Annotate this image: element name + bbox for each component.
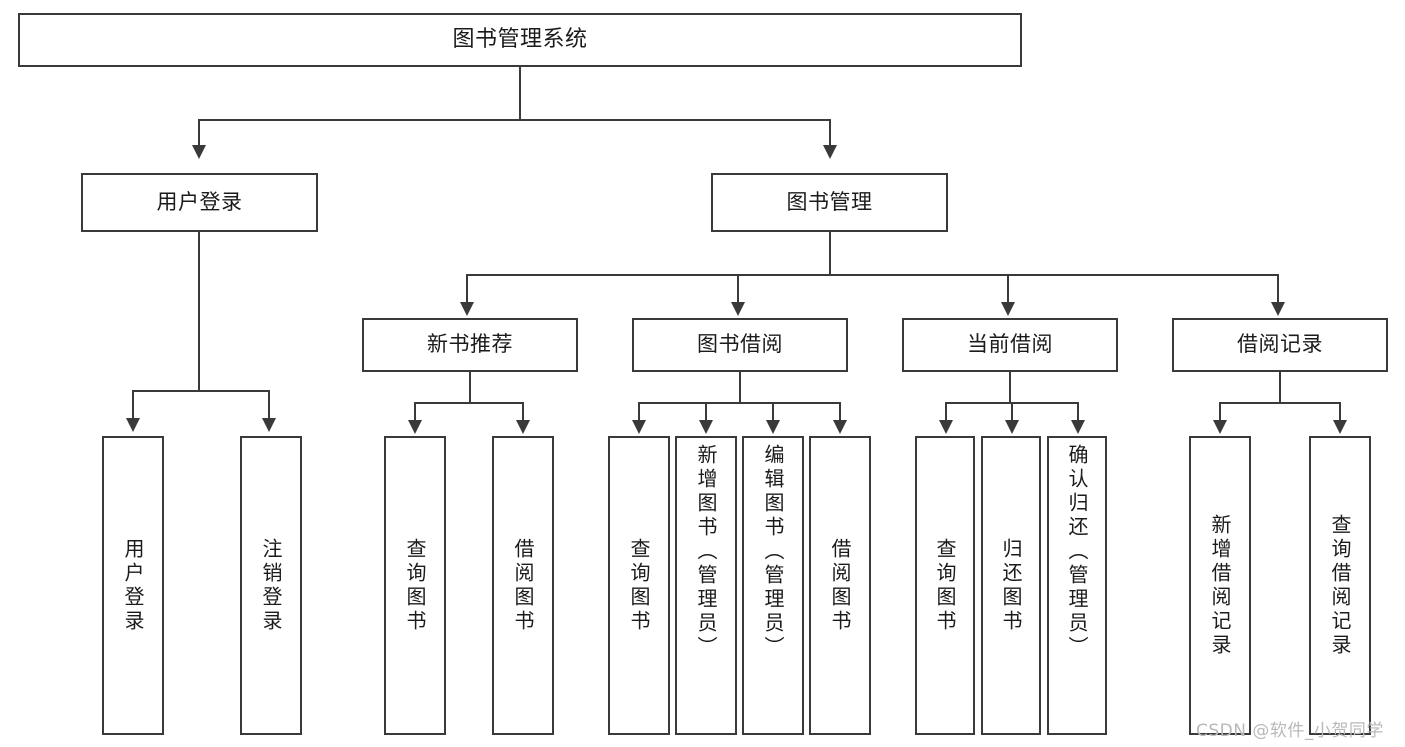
node-label: 借阅图书: [828, 537, 852, 634]
node-leaf-edit-book[interactable]: 编辑图书（管理员）: [742, 436, 804, 735]
node-user-login[interactable]: 用户登录: [81, 173, 318, 232]
node-label: 新增借阅记录: [1208, 513, 1232, 658]
connector-drop-book-borrow: [737, 274, 739, 304]
connector-drop-leaf-borrow-book-1: [522, 402, 524, 424]
node-current-borrow[interactable]: 当前借阅: [902, 318, 1118, 372]
connector-level1-bus: [198, 119, 831, 121]
arrowhead-leaf-user-login: [126, 418, 140, 432]
node-book-management[interactable]: 图书管理: [711, 173, 948, 232]
connector-root-stem: [519, 67, 521, 119]
connector-book-borrow-stem: [739, 372, 741, 402]
node-leaf-borrow-book-2[interactable]: 借阅图书: [809, 436, 871, 735]
connector-drop-leaf-query-record: [1339, 402, 1341, 424]
arrowhead-leaf-borrow-book-1: [516, 420, 530, 434]
connector-user-login-stem: [198, 232, 200, 390]
node-label: 编辑图书（管理员）: [761, 444, 785, 660]
node-new-book-recommend[interactable]: 新书推荐: [362, 318, 578, 372]
node-label: 确认归还（管理员）: [1065, 444, 1089, 660]
arrowhead-leaf-query-book-2: [632, 420, 646, 434]
node-label: 图书管理: [786, 189, 873, 214]
node-label: 查询图书: [403, 537, 427, 634]
connector-drop-leaf-add-book: [705, 402, 707, 424]
connector-book-management-stem: [829, 232, 831, 274]
connector-drop-book-management: [829, 119, 831, 147]
connector-drop-new-book-recommend: [466, 274, 468, 304]
node-book-borrow[interactable]: 图书借阅: [632, 318, 848, 372]
arrowhead-leaf-edit-book: [766, 420, 780, 434]
node-leaf-query-book-1[interactable]: 查询图书: [384, 436, 446, 735]
node-borrow-record[interactable]: 借阅记录: [1172, 318, 1388, 372]
node-label: 新书推荐: [427, 332, 513, 357]
node-label: 图书管理系统: [452, 26, 588, 52]
connector-current-borrow-stem: [1009, 372, 1011, 402]
connector-drop-leaf-user-logout: [268, 390, 270, 420]
arrowhead-borrow-record: [1271, 302, 1285, 316]
arrowhead-new-book-recommend: [460, 302, 474, 316]
connector-book-borrow-bus: [638, 402, 841, 404]
node-label: 查询图书: [933, 537, 957, 634]
connector-drop-borrow-record: [1277, 274, 1279, 304]
connector-borrow-record-bus: [1219, 402, 1341, 404]
node-label: 当前借阅: [967, 332, 1053, 357]
connector-drop-leaf-return-book: [1011, 402, 1013, 424]
node-label: 注销登录: [259, 537, 283, 634]
node-leaf-add-book[interactable]: 新增图书（管理员）: [675, 436, 737, 735]
connector-drop-current-borrow: [1007, 274, 1009, 304]
node-leaf-return-book[interactable]: 归还图书: [981, 436, 1041, 735]
node-leaf-add-record[interactable]: 新增借阅记录: [1189, 436, 1251, 735]
connector-borrow-record-stem: [1279, 372, 1281, 402]
arrowhead-leaf-add-book: [699, 420, 713, 434]
arrowhead-book-borrow: [731, 302, 745, 316]
arrowhead-leaf-add-record: [1213, 420, 1227, 434]
node-leaf-query-book-2[interactable]: 查询图书: [608, 436, 670, 735]
connector-drop-leaf-add-record: [1219, 402, 1221, 424]
connector-drop-leaf-edit-book: [772, 402, 774, 424]
arrowhead-leaf-user-logout: [262, 418, 276, 432]
node-label: 借阅记录: [1237, 332, 1323, 357]
connector-new-book-recommend-stem: [469, 372, 471, 402]
arrowhead-leaf-query-record: [1333, 420, 1347, 434]
node-leaf-query-record[interactable]: 查询借阅记录: [1309, 436, 1371, 735]
node-label: 借阅图书: [511, 537, 535, 634]
node-leaf-user-login[interactable]: 用户登录: [102, 436, 164, 735]
node-label: 用户登录: [121, 537, 145, 634]
connector-drop-leaf-user-login: [132, 390, 134, 420]
connector-drop-leaf-borrow-book-2: [839, 402, 841, 424]
connector-drop-leaf-query-book-2: [638, 402, 640, 424]
node-leaf-borrow-book-1[interactable]: 借阅图书: [492, 436, 554, 735]
arrowhead-leaf-query-book-3: [939, 420, 953, 434]
connector-user-login-bus: [132, 390, 268, 392]
connector-level2-bus: [466, 274, 1279, 276]
node-label: 图书借阅: [697, 332, 783, 357]
node-label: 查询借阅记录: [1328, 513, 1352, 658]
arrowhead-book-management: [823, 145, 837, 159]
arrowhead-user-login: [192, 145, 206, 159]
node-label: 查询图书: [627, 537, 651, 634]
arrowhead-current-borrow: [1001, 302, 1015, 316]
node-label: 归还图书: [999, 537, 1023, 634]
connector-drop-leaf-query-book-3: [945, 402, 947, 424]
connector-new-book-recommend-bus: [414, 402, 524, 404]
node-root-system[interactable]: 图书管理系统: [18, 13, 1022, 67]
node-leaf-user-logout[interactable]: 注销登录: [240, 436, 302, 735]
node-leaf-query-book-3[interactable]: 查询图书: [915, 436, 975, 735]
connector-drop-leaf-confirm-return: [1077, 402, 1079, 424]
arrowhead-leaf-confirm-return: [1071, 420, 1085, 434]
node-leaf-confirm-return[interactable]: 确认归还（管理员）: [1047, 436, 1107, 735]
node-label: 新增图书（管理员）: [694, 444, 718, 660]
connector-drop-user-login: [198, 119, 200, 147]
node-label: 用户登录: [156, 189, 243, 214]
arrowhead-leaf-return-book: [1005, 420, 1019, 434]
arrowhead-leaf-borrow-book-2: [833, 420, 847, 434]
watermark-text: CSDN @软件_小贺同学: [1196, 721, 1384, 741]
connector-drop-leaf-query-book-1: [414, 402, 416, 424]
arrowhead-leaf-query-book-1: [408, 420, 422, 434]
